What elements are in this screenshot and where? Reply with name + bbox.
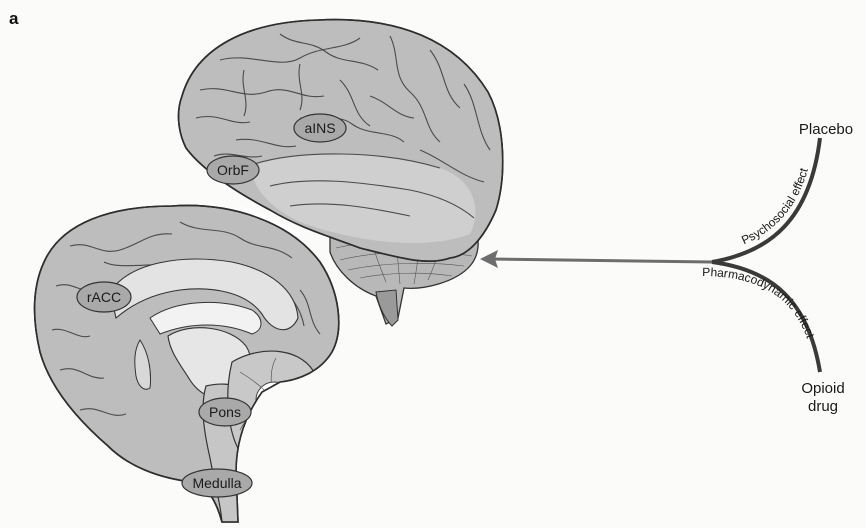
label-orbf-text: OrbF (217, 162, 249, 178)
opioid-label-line1: Opioid (801, 380, 844, 397)
label-ains: aINS (294, 114, 346, 142)
label-medulla-text: Medulla (192, 475, 241, 491)
opioid-label-line2: drug (808, 398, 838, 415)
label-pons-text: Pons (209, 404, 241, 420)
brainstem-top (376, 290, 398, 326)
pharmacodynamic-effect-label: Pharmacodynamic effect (702, 265, 818, 341)
label-medulla: Medulla (182, 469, 252, 497)
convergence-arrow-shaft (492, 259, 712, 262)
cerebellum-core-lines (258, 384, 290, 416)
placebo-label: Placebo (799, 121, 853, 138)
label-orbf: OrbF (207, 156, 259, 184)
panel-letter: a (9, 9, 19, 28)
label-ains-text: aINS (304, 120, 335, 136)
label-racc: rACC (77, 282, 131, 312)
label-pons: Pons (199, 398, 251, 426)
cerebellum-core (256, 382, 292, 418)
medial-brain-illustration (34, 205, 338, 522)
label-racc-text: rACC (87, 289, 121, 305)
psychosocial-curve (712, 138, 820, 262)
